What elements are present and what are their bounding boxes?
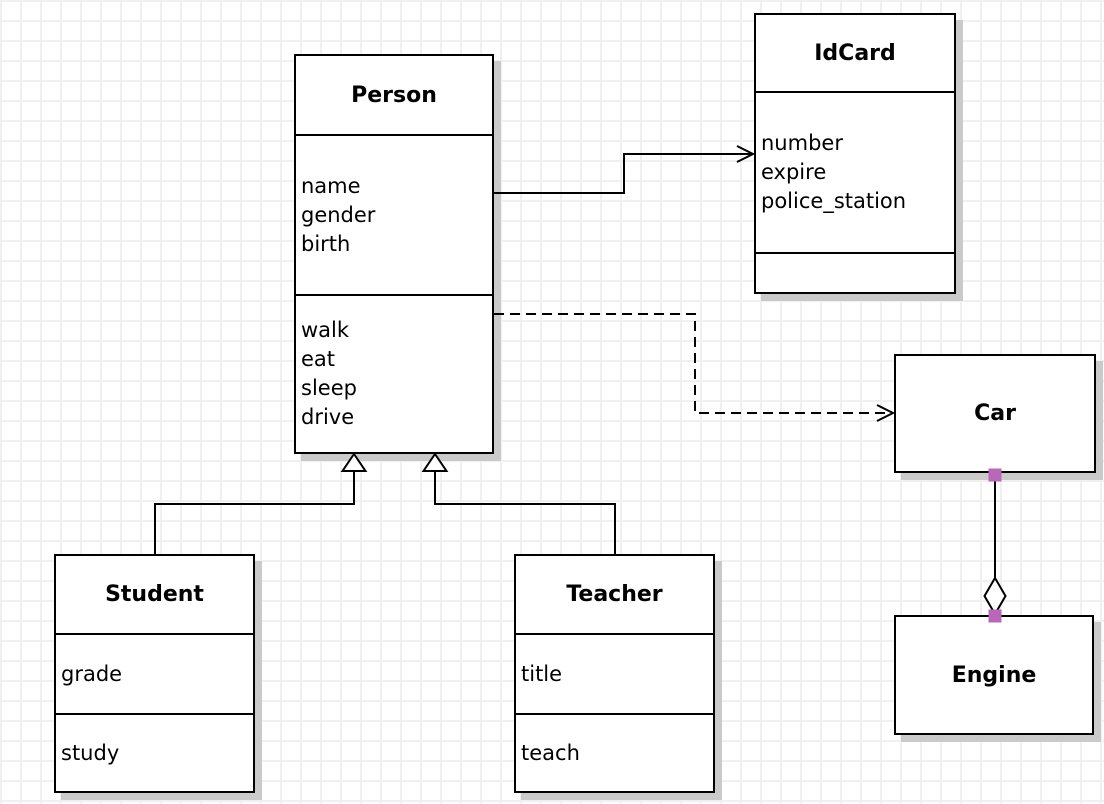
open-arrowhead-icon (736, 145, 756, 163)
method-label: walk (301, 318, 350, 342)
class-title-teacher: Teacher (566, 582, 663, 607)
hollow-triangle-arrowhead-icon (340, 452, 368, 472)
class-attributes-person: name gender birth (296, 134, 492, 294)
class-methods-idcard-empty (756, 252, 954, 292)
method-label: eat (301, 347, 336, 371)
attribute-label: number (761, 131, 843, 155)
attribute-label: title (521, 661, 563, 686)
class-attributes-student: grade (56, 633, 253, 713)
hollow-triangle-arrowhead-icon (421, 452, 449, 472)
class-title-person: Person (351, 82, 437, 108)
connector-generalization-teacher-person[interactable] (421, 452, 616, 554)
class-methods-teacher: teach (516, 713, 713, 791)
method-label: study (61, 740, 120, 765)
attribute-label: name (301, 173, 361, 198)
class-box-idcard[interactable]: IdCard number expire police_station (754, 13, 956, 294)
attribute-label: birth (301, 231, 351, 256)
method-label: teach (521, 740, 580, 765)
class-attributes-teacher: title (516, 633, 713, 713)
class-box-student[interactable]: Student grade study (54, 554, 255, 793)
class-attributes-idcard: number expire police_station (756, 91, 954, 252)
class-title-car: Car (974, 401, 1016, 426)
class-methods-person: walk eat sleep drive (296, 294, 492, 452)
class-methods-student: study (56, 713, 253, 791)
connector-aggregation-car-engine[interactable] (983, 468, 1007, 623)
class-title-student: Student (105, 582, 204, 607)
connector-generalization-student-person[interactable] (154, 452, 368, 554)
attribute-label: grade (61, 661, 123, 686)
class-box-car[interactable]: Car (894, 354, 1096, 473)
class-title-idcard: IdCard (814, 40, 896, 66)
method-label: drive (301, 405, 355, 429)
connector-association-person-idcard[interactable] (494, 145, 756, 194)
method-label: sleep (301, 376, 357, 400)
hollow-diamond-icon (983, 576, 1007, 616)
attribute-label: gender (301, 202, 376, 227)
connector-dependency-person-car[interactable] (494, 313, 896, 422)
class-box-engine[interactable]: Engine (894, 615, 1094, 735)
open-arrowhead-icon (876, 404, 896, 422)
class-box-teacher[interactable]: Teacher title teach (514, 554, 715, 793)
class-title-engine: Engine (951, 662, 1037, 688)
attribute-label: expire (761, 160, 827, 184)
attribute-label: police_station (761, 189, 907, 213)
class-box-person[interactable]: Person name gender birth walk eat sleep … (294, 54, 494, 454)
